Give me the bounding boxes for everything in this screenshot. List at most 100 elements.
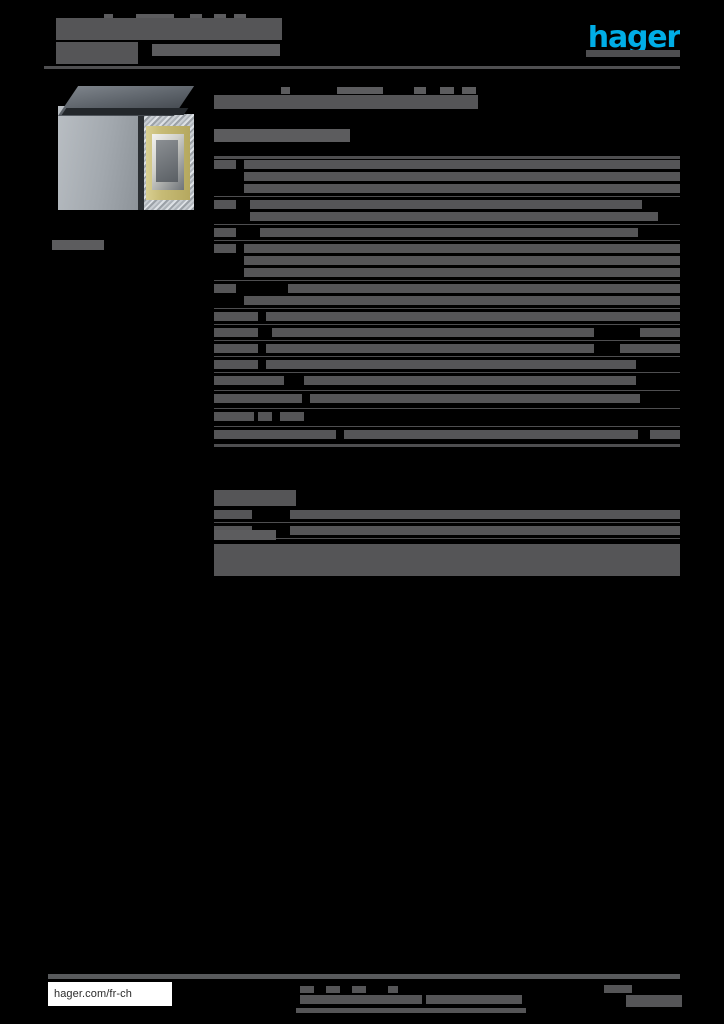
document-title-ascender-0 [104, 14, 113, 20]
footer-center-text-3 [388, 986, 398, 993]
enclosure-left-panel [58, 106, 142, 210]
spec-row-value-7-2 [620, 344, 680, 353]
document-title-ascender-3 [214, 14, 226, 20]
spec-row-value-11-1 [258, 412, 272, 421]
spec-row-divider-3 [214, 280, 680, 281]
document-title-ascender-1 [136, 14, 174, 20]
spec-row-value-11-0 [236, 412, 254, 421]
spec-row-label-12 [214, 430, 236, 439]
product-caption-text [52, 240, 104, 250]
spec-row-label-11 [214, 412, 236, 421]
footer-url-plate[interactable]: hager.com/fr-ch [48, 982, 172, 1006]
document-title-line-0 [56, 18, 282, 40]
spec-row-divider-4 [214, 308, 680, 309]
footer-divider [48, 974, 680, 979]
spec-row-divider-8 [214, 372, 680, 373]
spec-row-value-1-0 [250, 200, 642, 209]
spec-row-divider-0 [214, 196, 680, 197]
spec-row-label-7 [214, 344, 236, 353]
spec-row-value-12-0 [236, 430, 336, 439]
spec-row-value-0-0 [244, 160, 680, 169]
document-subtitle [152, 44, 280, 56]
spec-row-value-9-1 [304, 376, 636, 385]
footer-center-text-0 [300, 986, 314, 993]
spec-row-value-6-0 [236, 328, 258, 337]
spec-row-value-6-1 [272, 328, 594, 337]
spec-row-divider-9 [214, 390, 680, 391]
footer-page-number-0 [604, 985, 632, 993]
spec-row-value-11-2 [280, 412, 304, 421]
spec-row-label-2 [214, 228, 236, 237]
spec-row-value-10-0 [236, 394, 302, 403]
footer-center-text-1 [326, 986, 340, 993]
footer-url-text[interactable]: hager.com/fr-ch [54, 988, 132, 1000]
spec-row-label-6 [214, 328, 236, 337]
document-title-line-1 [56, 42, 138, 64]
spec-row-divider-10 [214, 408, 680, 409]
spec-row-value-7-1 [266, 344, 594, 353]
spec-row-value-0-1 [244, 172, 680, 181]
spec-row-value-8-0 [236, 360, 258, 369]
footer-center-text-2 [352, 986, 366, 993]
footer-center-text-5 [426, 995, 522, 1004]
section-heading-ascender-4 [462, 87, 476, 94]
spec-row-value-5-0 [236, 312, 258, 321]
second-section-heading [214, 490, 296, 506]
second-section-row-label-0 [214, 510, 252, 519]
logo-underline [586, 50, 680, 57]
second-section-row-divider-0 [214, 522, 680, 523]
hager-logo[interactable]: hager [587, 25, 680, 51]
spec-row-divider-12 [214, 444, 680, 447]
spec-row-value-2-0 [260, 228, 638, 237]
spec-row-value-1-1 [250, 212, 658, 221]
spec-row-value-6-2 [640, 328, 680, 337]
spec-row-value-5-1 [266, 312, 680, 321]
page-footer: hager.com/fr-ch [0, 974, 724, 1024]
section-heading-text [214, 95, 478, 109]
spec-row-value-12-1 [344, 430, 638, 439]
second-section-block-label [214, 530, 276, 540]
spec-row-value-4-1 [244, 296, 680, 305]
spec-row-value-12-2 [650, 430, 680, 439]
second-section-row-value-0-0 [290, 510, 680, 519]
page-header: hager [0, 0, 724, 80]
second-section-row-value-1-0 [290, 526, 680, 535]
footer-center-text-6 [296, 1008, 526, 1013]
enclosure-front-edge [138, 110, 144, 210]
spec-row-label-1 [214, 200, 236, 209]
spec-row-divider-5 [214, 324, 680, 325]
spec-row-label-5 [214, 312, 236, 321]
section-heading-ascender-2 [414, 87, 426, 94]
section-heading-ascender-3 [440, 87, 454, 94]
second-section-row-divider-1 [214, 538, 680, 539]
section-heading-ascender-1 [337, 87, 383, 94]
spec-row-label-9 [214, 376, 236, 385]
spec-row-value-9-0 [236, 376, 284, 385]
footer-center-text-4 [300, 995, 422, 1004]
spec-row-value-0-2 [244, 184, 680, 193]
spec-row-value-8-1 [266, 360, 636, 369]
spec-row-value-4-0 [288, 284, 680, 293]
spec-row-divider-6 [214, 340, 680, 341]
product-image[interactable] [50, 86, 202, 214]
spec-row-label-3 [214, 244, 236, 253]
header-divider [44, 66, 680, 69]
spec-row-label-4 [214, 284, 236, 293]
spec-row-divider-1 [214, 224, 680, 225]
spec-row-label-0 [214, 160, 236, 169]
spec-row-value-10-1 [310, 394, 640, 403]
spec-row-value-7-0 [236, 344, 258, 353]
spec-row-value-3-2 [244, 268, 680, 277]
document-title-ascender-4 [234, 14, 246, 20]
spec-row-value-3-0 [244, 244, 680, 253]
enclosure-cavity [156, 140, 178, 182]
section-subheading-text [214, 129, 350, 142]
spec-row-label-10 [214, 394, 236, 403]
spec-row-divider-11 [214, 426, 680, 427]
spec-row-value-3-1 [244, 256, 680, 265]
spec-row-divider-7 [214, 356, 680, 357]
spec-row-divider-2 [214, 240, 680, 241]
document-title-ascender-2 [190, 14, 202, 20]
